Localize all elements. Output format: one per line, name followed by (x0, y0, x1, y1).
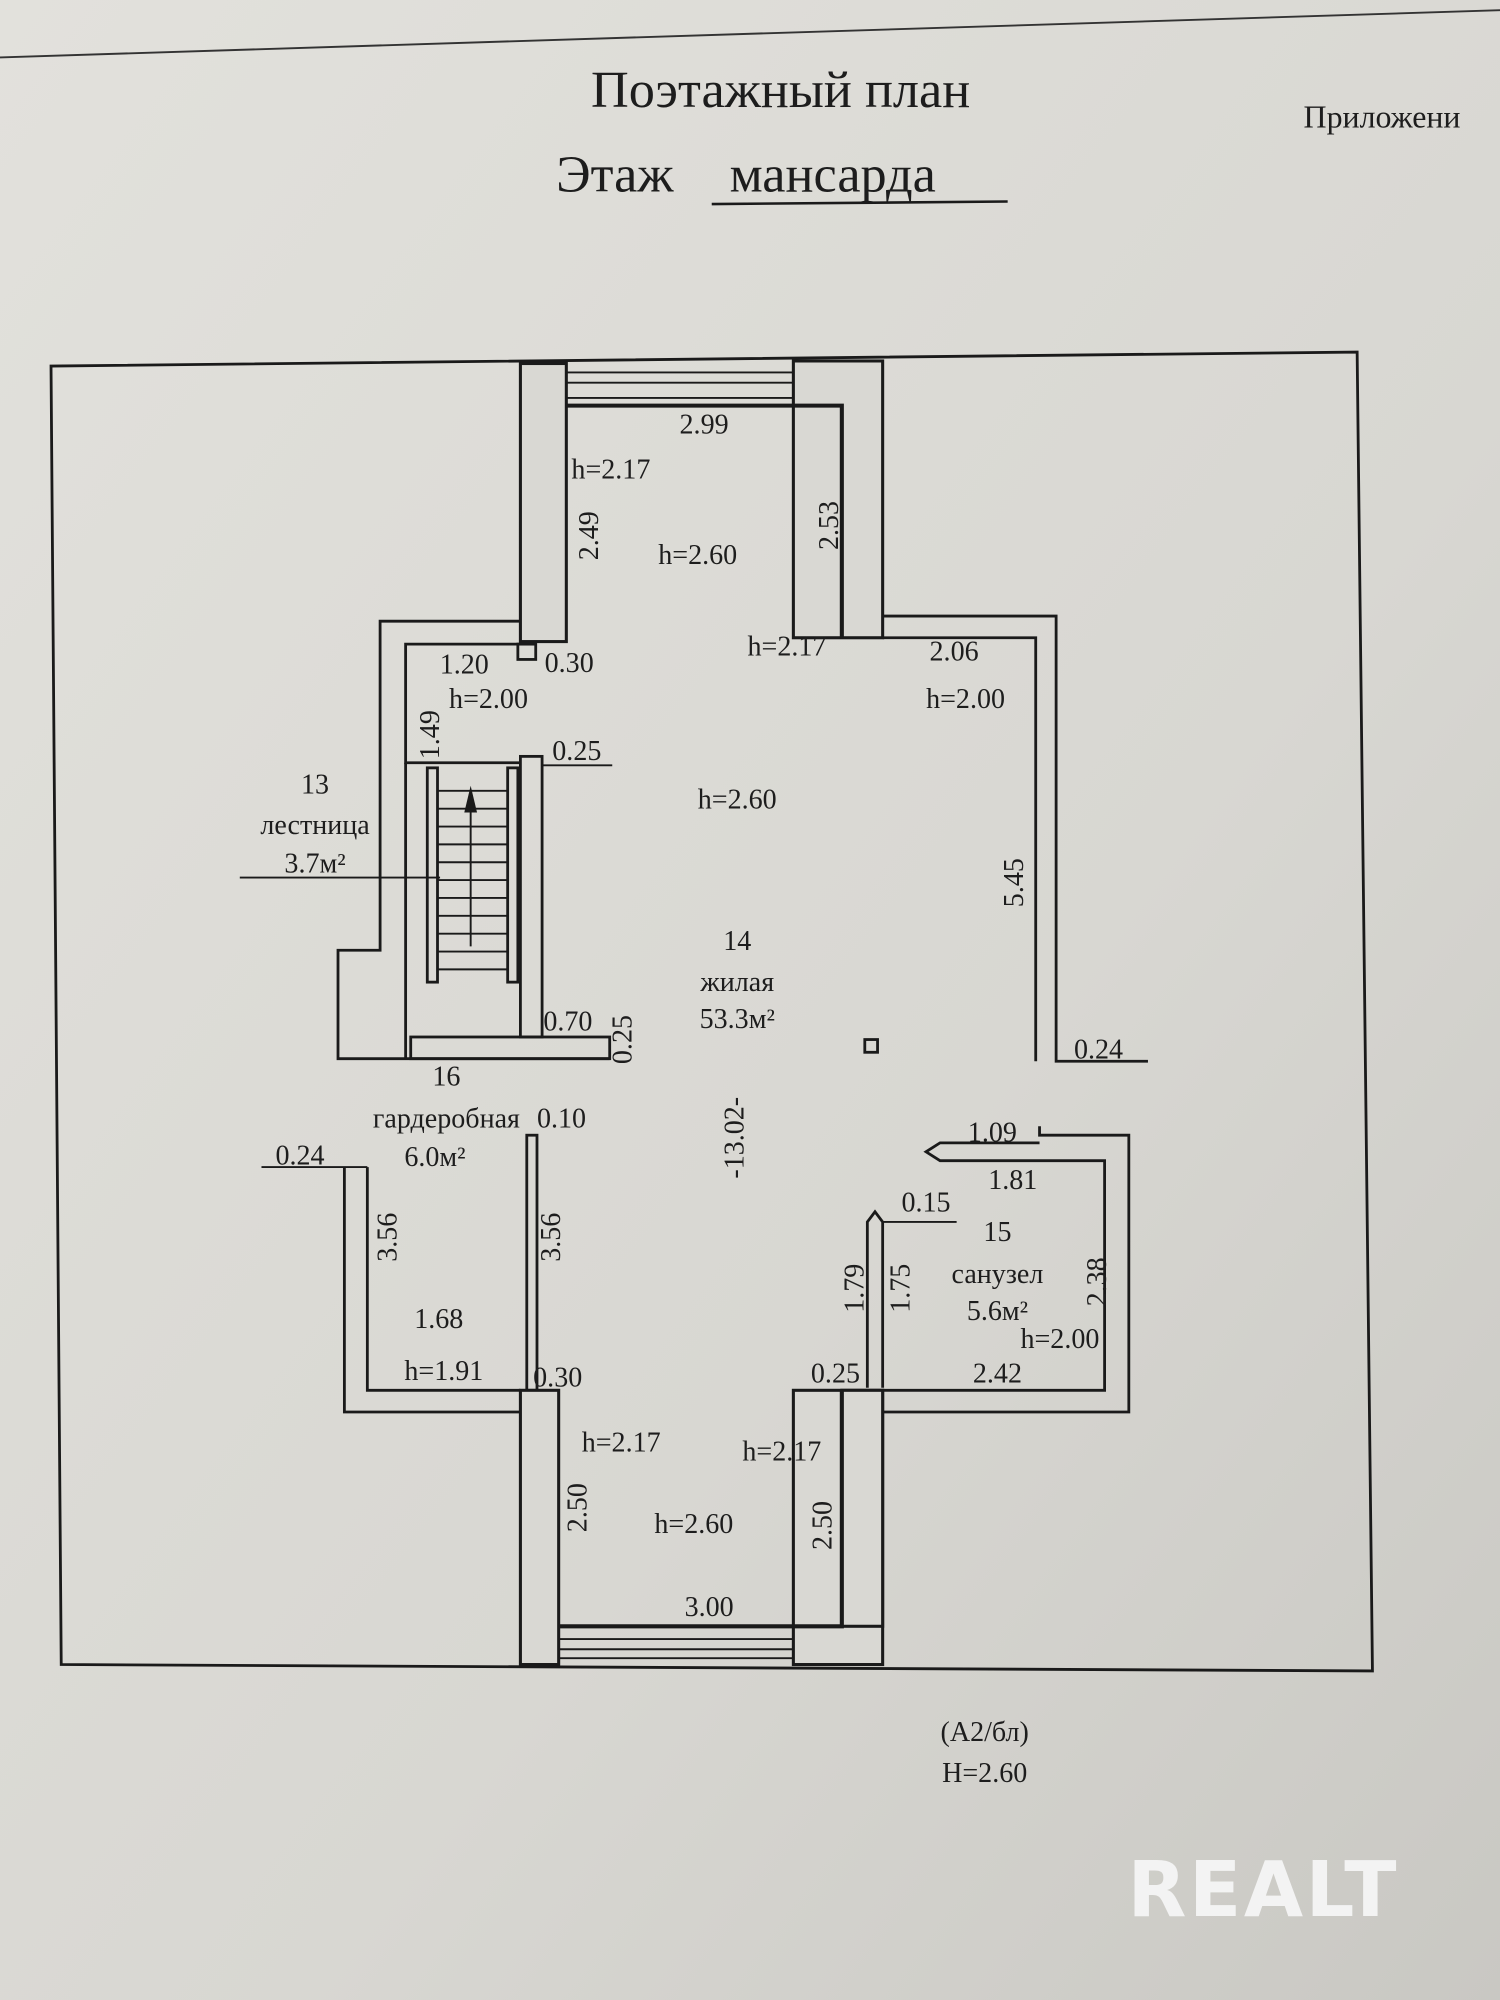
dim-label: h=1.91 (404, 1356, 483, 1387)
dim-label: 0.70 (543, 1007, 592, 1038)
room-name: санузел (952, 1259, 1044, 1290)
dim-label: h=2.17 (748, 632, 827, 663)
dim-label: h=2.60 (658, 540, 737, 571)
dim-label: 3.00 (685, 1592, 734, 1623)
room-area: 53.3м² (700, 1004, 775, 1035)
dim-label: 2.06 (930, 637, 979, 668)
appendix-label: Приложени (1304, 100, 1461, 135)
dim-label: 0.30 (533, 1362, 582, 1393)
room-name: жилая (699, 967, 774, 998)
dim-label: 1.81 (988, 1165, 1037, 1196)
room-area: 3.7м² (284, 848, 345, 879)
dim-label: 1.09 (968, 1118, 1017, 1149)
room-area: 6.0м² (404, 1142, 465, 1173)
dim-label: 1.20 (440, 649, 489, 680)
dim-label: -13.02- (720, 1097, 751, 1179)
dim-label: h=2.00 (1020, 1324, 1099, 1355)
realt-watermark-logo: REALT (1128, 1846, 1399, 1935)
walls (239, 359, 1148, 1667)
room-number: 16 (432, 1061, 460, 1092)
room-15: 15 санузел 5.6м² (952, 1217, 1044, 1327)
room-name: лестница (260, 810, 370, 841)
room-16: 16 гардеробная 6.0м² (373, 1061, 520, 1172)
dim-label: 2.99 (680, 410, 729, 441)
dim-label: h=2.60 (654, 1509, 733, 1540)
dim-label: 0.24 (276, 1141, 325, 1172)
dim-label: 2.50 (563, 1483, 594, 1532)
dim-label: 2.49 (574, 511, 605, 560)
stair-direction-arrow-icon (464, 785, 478, 813)
dim-label: h=2.00 (926, 684, 1005, 715)
dim-label: 2.38 (1082, 1257, 1113, 1306)
room-number: 14 (723, 926, 751, 957)
room-13: 13 лестница 3.7м² (260, 769, 370, 879)
room-14: 14 жилая 53.3м² (699, 926, 774, 1035)
dim-label: 0.15 (901, 1188, 950, 1219)
dim-label: h=2.17 (571, 454, 650, 485)
plan-title: Поэтажный план (591, 61, 970, 119)
dim-label: 2.50 (808, 1501, 839, 1550)
floor-height: H=2.60 (942, 1758, 1027, 1789)
room-number: 15 (983, 1217, 1011, 1248)
outer-boundary (49, 350, 1374, 1673)
room-area: 5.6м² (967, 1296, 1028, 1327)
room-name: гардеробная (373, 1104, 520, 1135)
dimension-labels: 2.99 h=2.17 2.49 h=2.60 2.53 h=2.17 2.06… (276, 410, 1124, 1623)
dim-label: 5.45 (999, 858, 1030, 907)
dim-label: 1.75 (885, 1264, 916, 1313)
dim-label: 2.53 (814, 501, 845, 550)
dim-label: 2.42 (973, 1359, 1022, 1390)
dim-label: 0.25 (607, 1015, 638, 1064)
sheet-edge-line (0, 9, 1500, 59)
dim-label: 3.56 (536, 1213, 567, 1262)
dim-label: 0.25 (552, 736, 601, 767)
dim-label: 1.49 (415, 710, 446, 759)
dim-label: 0.10 (537, 1104, 586, 1135)
room-number: 13 (301, 769, 329, 800)
dim-label: h=2.00 (449, 684, 528, 715)
dim-label: h=2.17 (742, 1436, 821, 1467)
dim-label: 1.79 (840, 1264, 871, 1313)
dim-label: 0.25 (811, 1359, 860, 1390)
dim-label: 0.30 (545, 648, 594, 679)
drawing-code: (А2/бл) (941, 1717, 1029, 1748)
dim-label: 0.24 (1074, 1035, 1123, 1066)
dim-label: h=2.60 (698, 785, 777, 816)
dim-label: h=2.17 (582, 1428, 661, 1459)
floor-label: Этаж (556, 145, 674, 203)
floor-value: мансарда (730, 145, 936, 203)
dim-label: 1.68 (414, 1304, 463, 1335)
floor-underline (711, 200, 1008, 206)
dim-label: 3.56 (373, 1213, 404, 1262)
